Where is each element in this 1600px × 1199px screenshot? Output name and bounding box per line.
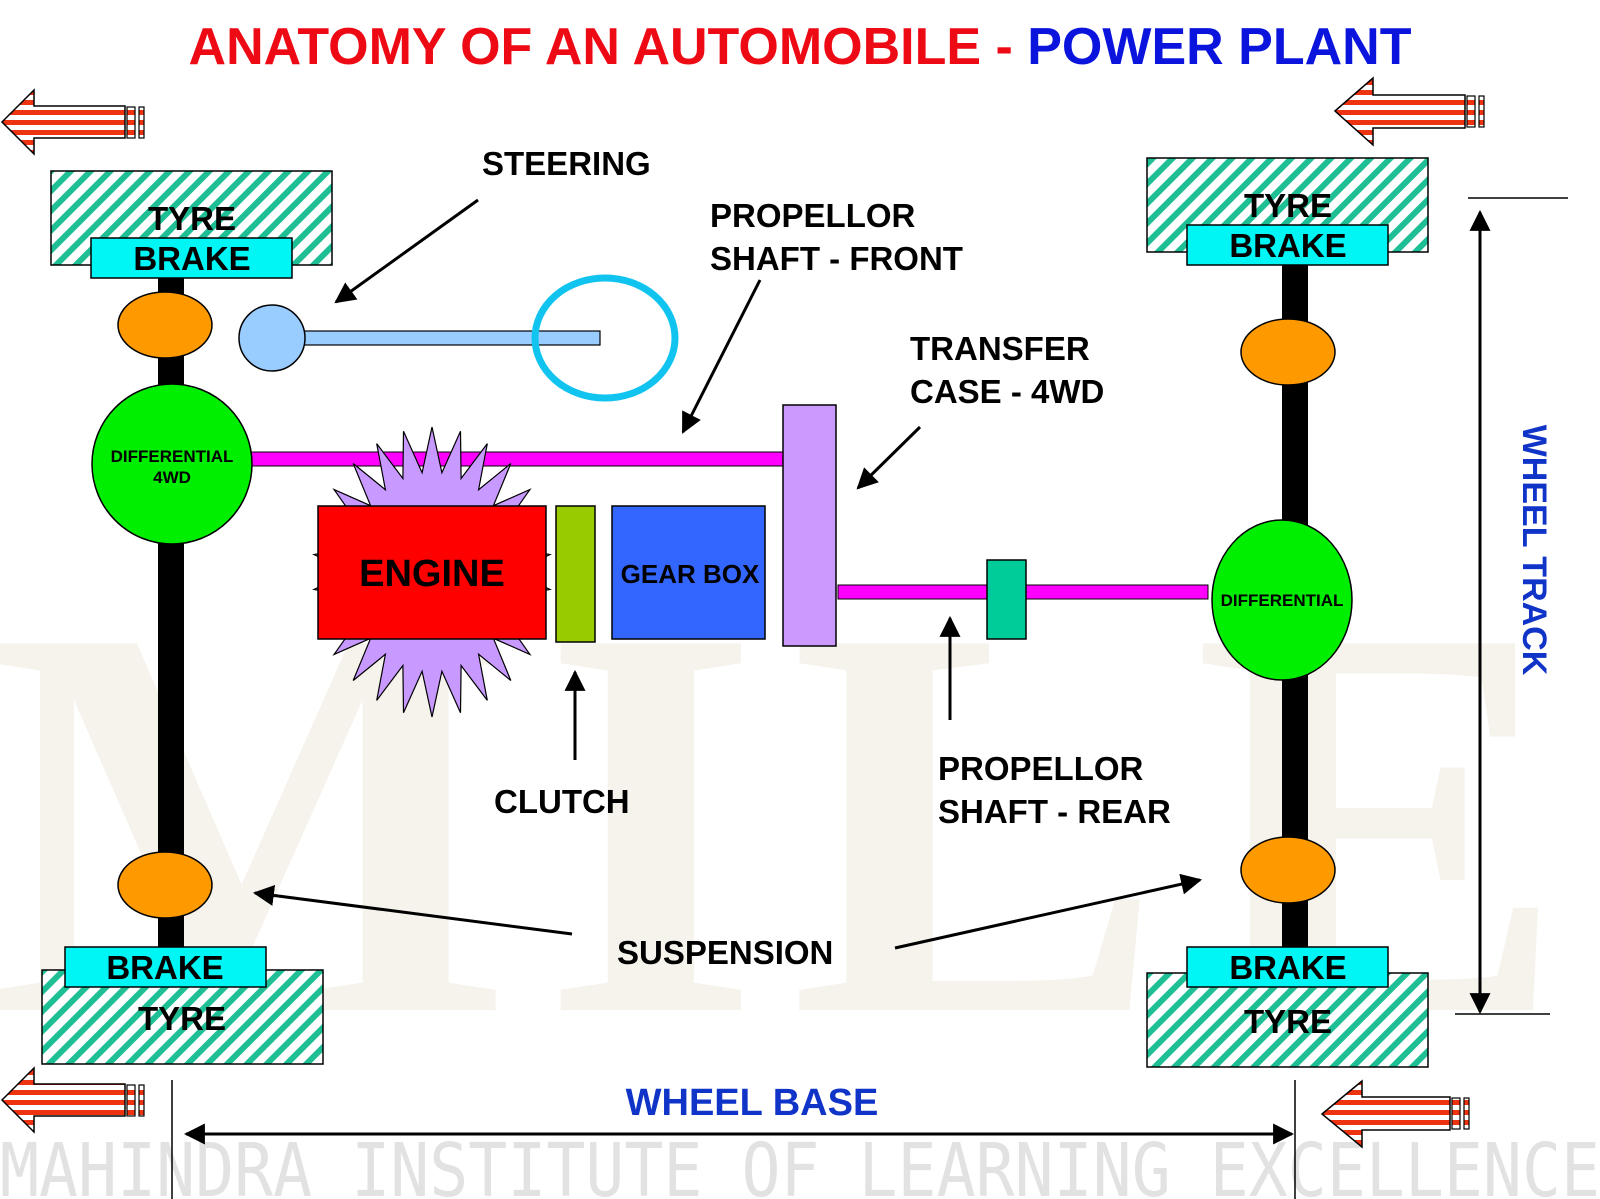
brake-label: BRAKE <box>1229 949 1346 986</box>
clutch <box>555 505 596 643</box>
suspension-rear-left <box>117 851 213 919</box>
label-prop-rear-2: SHAFT - REAR <box>938 793 1171 830</box>
title-part-1: ANATOMY OF AN AUTOMOBILE - <box>189 18 1028 76</box>
front-differential-label-2: 4WD <box>153 468 191 487</box>
label-prop-rear-1: PROPELLOR <box>938 750 1144 787</box>
pointer-suspension-left <box>252 885 573 936</box>
pointer-steering <box>334 198 479 304</box>
direction-arrow-icon-bottom-left <box>0 1066 145 1134</box>
tyre-label: TYRE <box>148 200 236 237</box>
label-transfer-1: TRANSFER <box>910 330 1090 367</box>
steering-wheel-icon <box>531 274 679 402</box>
label-clutch: CLUTCH <box>494 783 630 820</box>
label-prop-front-1: PROPELLOR <box>710 197 916 234</box>
tyre <box>1146 972 1429 1068</box>
tyre-label: TYRE <box>138 1000 226 1037</box>
tyre-label: TYRE <box>1244 187 1332 224</box>
brake-label: BRAKE <box>133 240 250 277</box>
label-suspension: SUSPENSION <box>617 934 833 971</box>
propeller-shaft-front <box>239 451 789 467</box>
steering-assembly <box>238 274 679 402</box>
title-part-2: POWER PLANT <box>1027 18 1411 76</box>
brake <box>1186 224 1389 266</box>
rear-differential-label: DIFFERENTIAL <box>1221 591 1344 610</box>
wheel-front-right: TYRE BRAKE <box>1146 157 1429 266</box>
label-wheel-track: WHEEL TRACK <box>1515 425 1553 676</box>
gearbox-label: GEAR BOX <box>621 559 760 589</box>
suspension-front-left <box>117 291 213 359</box>
universal-joint <box>986 559 1027 640</box>
brake <box>90 237 293 279</box>
page-title: ANATOMY OF AN AUTOMOBILE - POWER PLANT <box>189 18 1412 76</box>
gearbox <box>611 505 766 640</box>
front-differential <box>91 383 253 545</box>
front-differential-label-1: DIFFERENTIAL <box>111 447 234 466</box>
label-prop-front-2: SHAFT - FRONT <box>710 240 963 277</box>
pointer-suspension-right <box>894 873 1203 950</box>
label-transfer-2: CASE - 4WD <box>910 373 1104 410</box>
label-steering: STEERING <box>482 145 651 182</box>
pointer-transfer <box>856 425 922 490</box>
wheel-rear-right: TYRE BRAKE <box>1146 946 1429 1068</box>
tyre-label: TYRE <box>1244 1003 1332 1040</box>
wheel-rear-left: TYRE BRAKE <box>41 946 324 1065</box>
wheel-front-left: TYRE BRAKE <box>50 170 333 279</box>
steering-column <box>299 330 601 346</box>
brake-label: BRAKE <box>106 949 223 986</box>
rear-differential <box>1211 519 1353 681</box>
direction-arrow-icon-top-left <box>0 88 145 156</box>
brake-label: BRAKE <box>1229 227 1346 264</box>
steering-box <box>238 304 306 372</box>
brake <box>1186 946 1389 988</box>
brake <box>64 946 267 988</box>
suspension-rear-right <box>1240 836 1336 904</box>
suspension-front-right <box>1240 318 1336 386</box>
direction-arrow-icon-top-right <box>1333 76 1485 147</box>
engine-label: ENGINE <box>359 553 505 595</box>
transfer-case <box>782 404 837 647</box>
engine <box>317 505 547 640</box>
pointer-prop-front <box>681 279 762 434</box>
direction-arrow-icon-bottom-right <box>1320 1079 1470 1149</box>
label-wheel-base: WHEEL BASE <box>626 1082 879 1124</box>
